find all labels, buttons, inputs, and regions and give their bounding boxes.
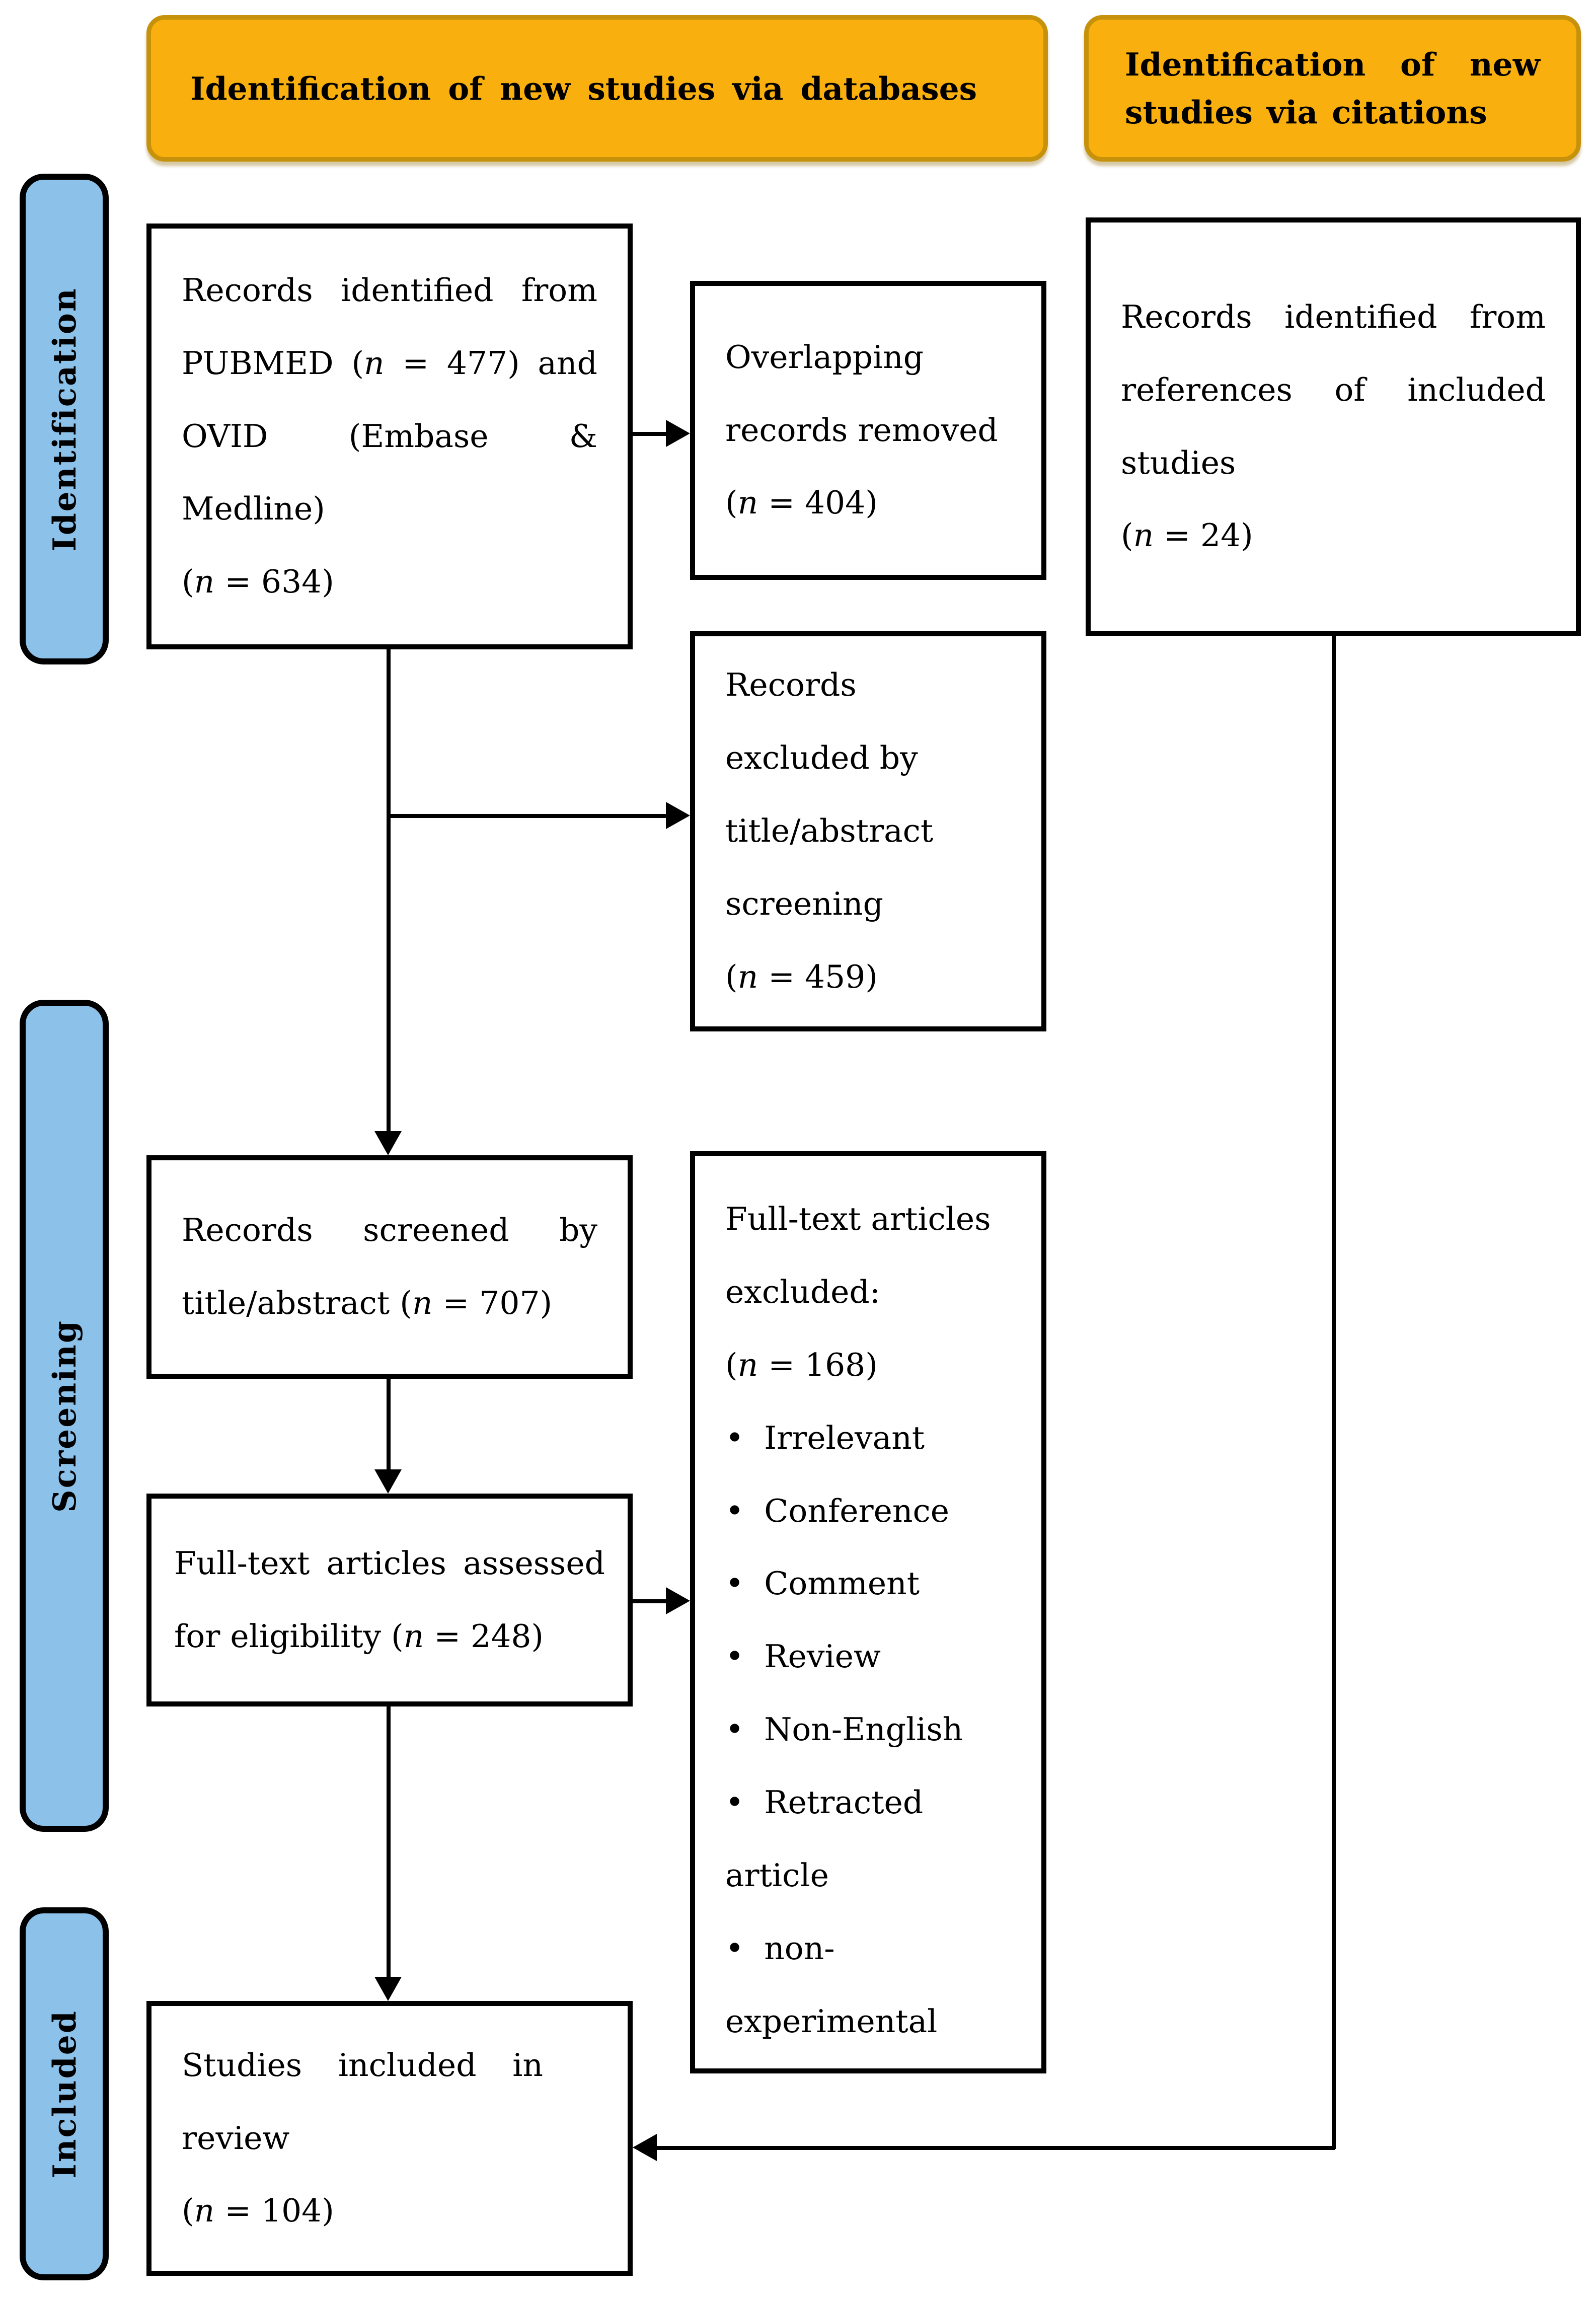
text-line: for eligibility (n = 248) [174,1617,544,1655]
arrowhead-into-records-excluded [666,802,690,829]
arrowhead-citations-into-included [633,2134,657,2161]
text-line: (n = 104) [182,2192,334,2230]
stage-included-label: Included [45,2009,83,2179]
arrowhead-into-assessed [374,1469,402,1494]
box-fulltext-excluded: Full-text articles excluded: (n = 168) Irr… [690,1151,1046,2073]
arrowhead-into-included [374,1977,402,2001]
header-identification-citations: Identification of new studies via citati… [1084,15,1581,162]
line-screened-to-assessed [387,1379,391,1472]
text-line: (n = 459) [725,958,878,995]
line-identified-to-overlap [633,432,672,436]
stage-screening: Screening [20,1000,109,1832]
text-line: excluded by [725,739,918,777]
line-citations-to-included [654,2146,1335,2150]
stage-identification-label: Identification [45,286,83,552]
stage-included: Included [20,1907,109,2280]
text-line: title/abstract (n = 707) [182,1285,553,1321]
line-assessed-to-included [387,1706,391,1980]
text-line: Medline) [182,490,325,528]
text-line: PUBMED(n=477)and [182,344,597,382]
arrowhead-into-overlap [666,420,690,447]
text-line: title/abstract [725,812,934,850]
text-line: Records [725,666,857,704]
line-assessed-to-fulltext-excluded [633,1599,669,1603]
box-records-excluded-screening: Records excluded by title/abstract screenin… [690,631,1046,1031]
excluded-reason: Conference [725,1475,996,1548]
text-line: (n = 168) [725,1346,878,1383]
text-line: excluded: [725,1273,880,1310]
line-branch-to-records-excluded [388,814,669,818]
arrowhead-into-screened [374,1131,402,1155]
fulltext-excluded-reasons: IrrelevantConferenceCommentReviewNon-Eng… [725,1402,996,2058]
text-line: (n = 24) [1121,517,1253,554]
text-line: (n = 404) [725,484,878,522]
excluded-reason: Irrelevant [725,1402,996,1475]
box-overlapping-records-removed: Overlapping records removed (n = 404) [690,281,1046,580]
fulltext-excluded-title: Full-text articles excluded: (n = 168) [725,1183,996,1402]
excluded-reason: Comment [725,1547,996,1620]
header-citations-text: Identification of new studies via citati… [1125,46,1540,131]
header-identification-databases: Identification of new studies via databa… [146,15,1048,162]
text-line: Overlapping [725,338,924,376]
arrowhead-into-fulltext-excluded [666,1587,690,1614]
text-line: Full-text articles [725,1201,991,1237]
excluded-reason: Non-English [725,1693,996,1766]
stage-screening-label: Screening [45,1319,83,1513]
text-line: (n = 634) [182,563,334,601]
excluded-reason: non-experimental [725,1912,996,2058]
text-line: studies [1121,444,1236,481]
text-line: records removed [725,411,998,449]
stage-identification: Identification [20,174,109,664]
excluded-reason: Review [725,1620,996,1693]
text-line: review [182,2119,290,2157]
line-citations-vertical [1332,636,1336,2149]
excluded-reason: Retracted article [725,1766,996,1912]
text-line: screening [725,885,883,922]
text-line: OVID(Embase& [182,417,597,455]
line-identified-to-screened [387,649,391,1136]
